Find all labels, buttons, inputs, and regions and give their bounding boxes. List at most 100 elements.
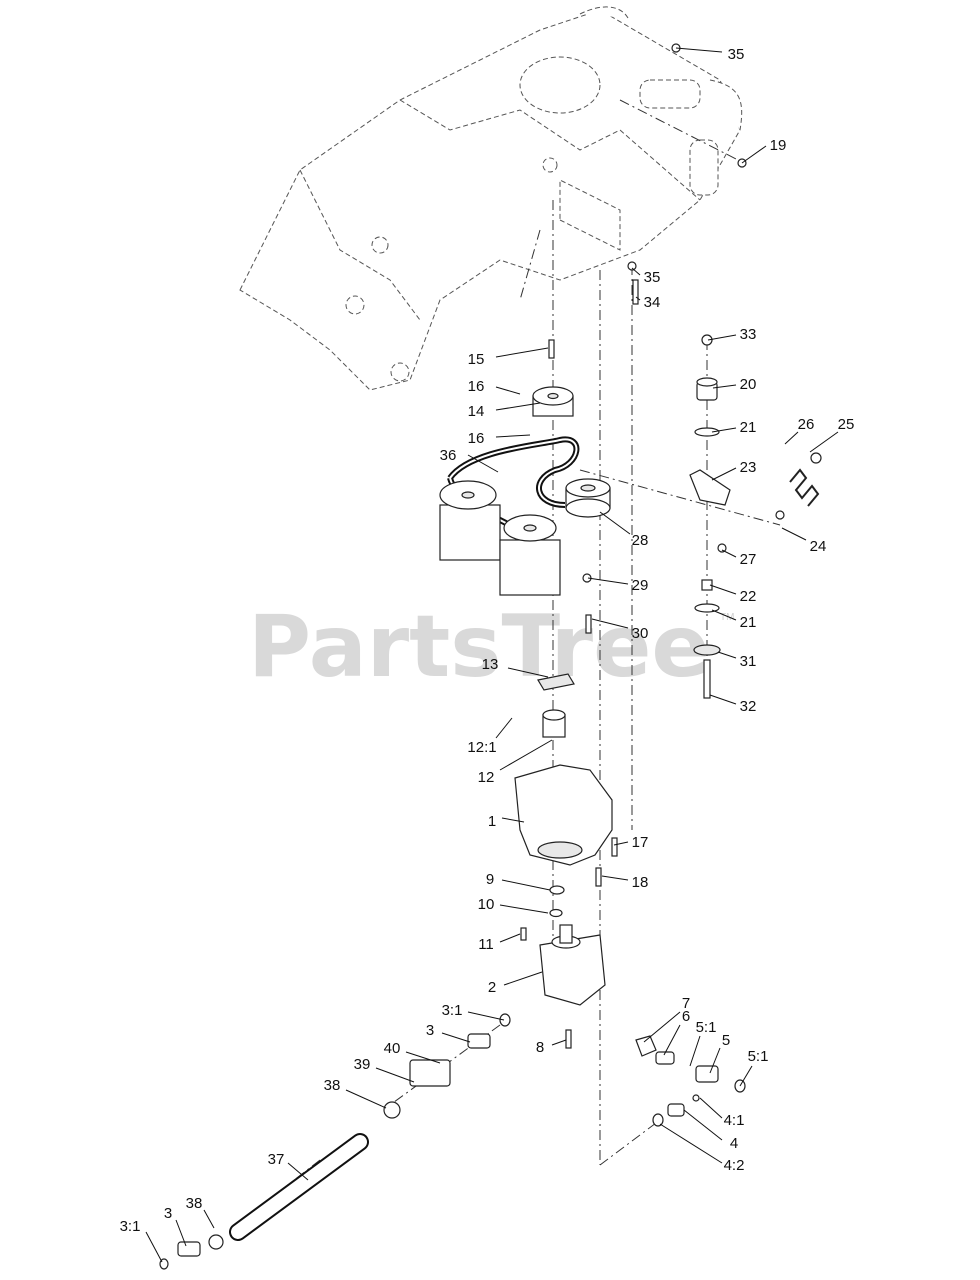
callout-leader bbox=[495, 402, 541, 411]
callout-label: 17 bbox=[632, 834, 649, 851]
callout-leader bbox=[499, 933, 521, 943]
callout-label: 34 bbox=[644, 294, 661, 311]
callout-leader bbox=[591, 618, 629, 629]
fittings-left bbox=[383, 1013, 511, 1119]
callout-leader bbox=[659, 1123, 723, 1164]
callout-label: 23 bbox=[740, 459, 757, 476]
callout-leader bbox=[717, 651, 737, 659]
callout-label: 40 bbox=[384, 1040, 401, 1057]
fasteners bbox=[565, 43, 747, 1049]
callout-label: 4 bbox=[730, 1135, 738, 1152]
callout-label: 27 bbox=[740, 551, 757, 568]
callout-leader bbox=[203, 1209, 215, 1229]
callout-leader bbox=[467, 1011, 505, 1021]
callout-label: 3 bbox=[426, 1022, 434, 1039]
callout-leader bbox=[711, 427, 737, 433]
callout-leader bbox=[784, 431, 799, 445]
callout-label: 25 bbox=[838, 416, 855, 433]
callout-leader bbox=[635, 296, 641, 301]
watermark-tm: TM bbox=[720, 612, 734, 623]
callout-label: 16 bbox=[468, 430, 485, 447]
callout-leader bbox=[587, 577, 629, 585]
callout-label: 5:1 bbox=[748, 1048, 769, 1065]
callout-leader bbox=[507, 667, 549, 678]
spring-25 bbox=[775, 452, 822, 520]
pulley-14 bbox=[532, 386, 574, 417]
gearbox-2 bbox=[539, 924, 606, 1006]
callout-label: 7 bbox=[682, 995, 690, 1012]
callout-label: 4:2 bbox=[724, 1157, 745, 1174]
callout-label: 11 bbox=[478, 936, 494, 953]
seals-9-10 bbox=[520, 885, 565, 941]
callout-label: 33 bbox=[740, 326, 757, 343]
callout-label: 28 bbox=[632, 532, 649, 549]
callout-leader bbox=[467, 454, 499, 473]
callout-leader bbox=[499, 904, 549, 914]
callout-leader bbox=[809, 431, 839, 453]
callout-label: 26 bbox=[798, 416, 815, 433]
callout-leader bbox=[495, 717, 513, 739]
hub-12 bbox=[542, 709, 566, 738]
callout-label: 35 bbox=[728, 46, 745, 63]
callout-label: 22 bbox=[740, 588, 757, 605]
callout-leader bbox=[345, 1089, 387, 1109]
callout-label: 4:1 bbox=[724, 1112, 745, 1129]
callout-label: 12:1 bbox=[467, 739, 496, 756]
callout-label: 5 bbox=[722, 1032, 730, 1049]
callout-label: 1 bbox=[488, 813, 496, 830]
callout-label: 3 bbox=[164, 1205, 172, 1222]
callout-leader bbox=[145, 1231, 163, 1263]
callout-leader bbox=[711, 467, 737, 481]
callout-label: 12 bbox=[478, 769, 495, 786]
fittings-right bbox=[635, 1035, 746, 1127]
callout-leader bbox=[175, 1219, 187, 1247]
callout-leader bbox=[663, 1024, 681, 1056]
callout-leader bbox=[711, 609, 737, 621]
callout-leader bbox=[599, 511, 631, 535]
callout-leader bbox=[551, 1039, 567, 1046]
callout-label: 13 bbox=[482, 656, 499, 673]
callout-leader bbox=[495, 386, 521, 395]
callout-leader bbox=[405, 1051, 441, 1064]
callout-label: 20 bbox=[740, 376, 757, 393]
callout-label: 3:1 bbox=[442, 1002, 463, 1019]
callout-label: 38 bbox=[186, 1195, 203, 1212]
callout-label: 9 bbox=[486, 871, 494, 888]
mount-bracket-1 bbox=[514, 764, 613, 866]
callout-leader bbox=[613, 841, 629, 846]
callout-label: 10 bbox=[478, 896, 495, 913]
callout-leader bbox=[689, 1035, 701, 1067]
callout-leader bbox=[712, 384, 737, 389]
callout-leader bbox=[739, 1065, 753, 1087]
coupler-13 bbox=[537, 673, 575, 691]
callout-label: 21 bbox=[740, 419, 757, 436]
callout-label: 19 bbox=[770, 137, 787, 154]
callout-leader bbox=[501, 879, 551, 891]
idler-stack bbox=[689, 334, 731, 699]
callout-leader bbox=[699, 1097, 723, 1119]
key-15 bbox=[548, 339, 555, 359]
watermark: PartsTree bbox=[248, 597, 710, 697]
callout-leader bbox=[683, 1109, 723, 1141]
callout-label: 37 bbox=[268, 1151, 285, 1168]
callout-label: 21 bbox=[740, 614, 757, 631]
callout-label: 18 bbox=[632, 874, 649, 891]
callout-label: 3:1 bbox=[120, 1218, 141, 1235]
callout-label: 2 bbox=[488, 979, 496, 996]
callout-leader bbox=[441, 1032, 471, 1043]
callout-label: 8 bbox=[536, 1039, 544, 1056]
hose-37 bbox=[229, 1133, 369, 1241]
callout-leader bbox=[709, 1047, 721, 1074]
callout-leader bbox=[503, 971, 543, 986]
callout-label: 24 bbox=[810, 538, 827, 555]
pump-assembly bbox=[439, 480, 561, 596]
callout-leader bbox=[495, 347, 549, 358]
callout-label: 29 bbox=[632, 577, 649, 594]
callout-label: 32 bbox=[740, 698, 757, 715]
callout-leader bbox=[709, 584, 737, 595]
callout-label: 14 bbox=[468, 403, 485, 420]
callout-label: 31 bbox=[740, 653, 757, 670]
callout-label: 5:1 bbox=[696, 1019, 717, 1036]
